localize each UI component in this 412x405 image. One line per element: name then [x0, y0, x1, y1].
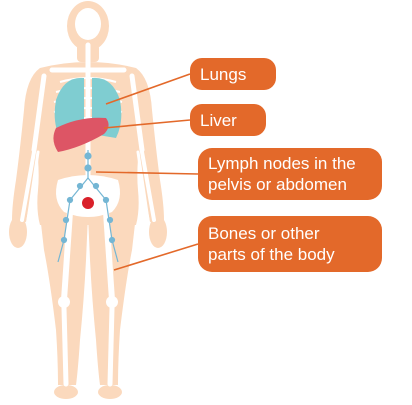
label-bones-line1: Bones or other	[208, 223, 335, 244]
label-liver: Liver	[190, 104, 266, 136]
label-lymph-line1: Lymph nodes in the	[208, 153, 356, 174]
prostate-organ	[82, 197, 94, 209]
label-liver-text: Liver	[200, 110, 237, 131]
label-bones-line2: parts of the body	[208, 244, 335, 265]
label-lungs-text: Lungs	[200, 64, 246, 85]
label-lymph-nodes: Lymph nodes in the pelvis or abdomen	[198, 148, 382, 200]
label-lungs: Lungs	[190, 58, 276, 90]
label-bones: Bones or other parts of the body	[198, 216, 382, 272]
label-lymph-line2: pelvis or abdomen	[208, 174, 356, 195]
